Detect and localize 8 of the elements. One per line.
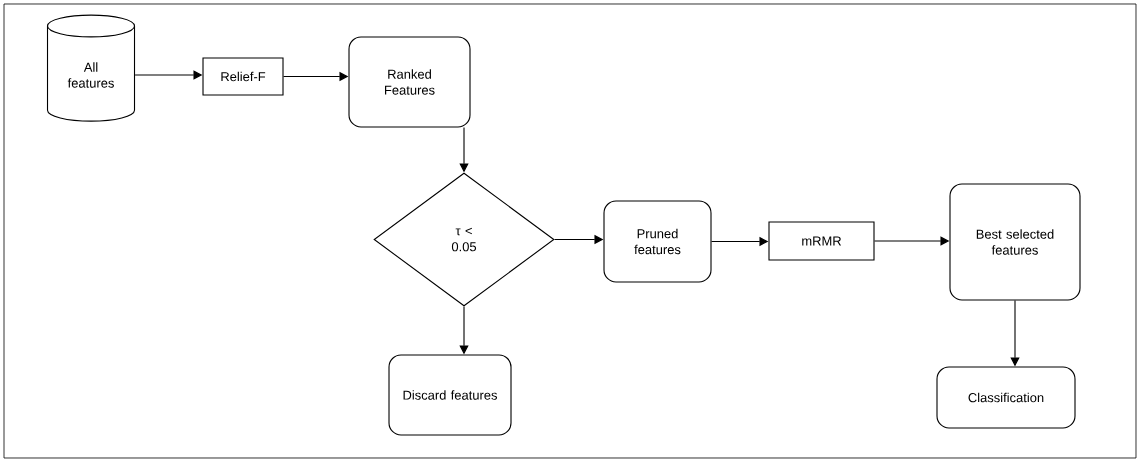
rounded-box: Best selected features bbox=[949, 183, 1081, 301]
process-box: Relief-F bbox=[202, 57, 284, 96]
database-cylinder: All features bbox=[46, 14, 136, 122]
rounded-box: Discard features bbox=[388, 354, 512, 436]
process-box: mRMR bbox=[768, 221, 875, 261]
rounded-box: Pruned features bbox=[603, 200, 712, 283]
rounded-box: Ranked Features bbox=[348, 36, 471, 128]
rounded-box: Classification bbox=[936, 366, 1076, 429]
